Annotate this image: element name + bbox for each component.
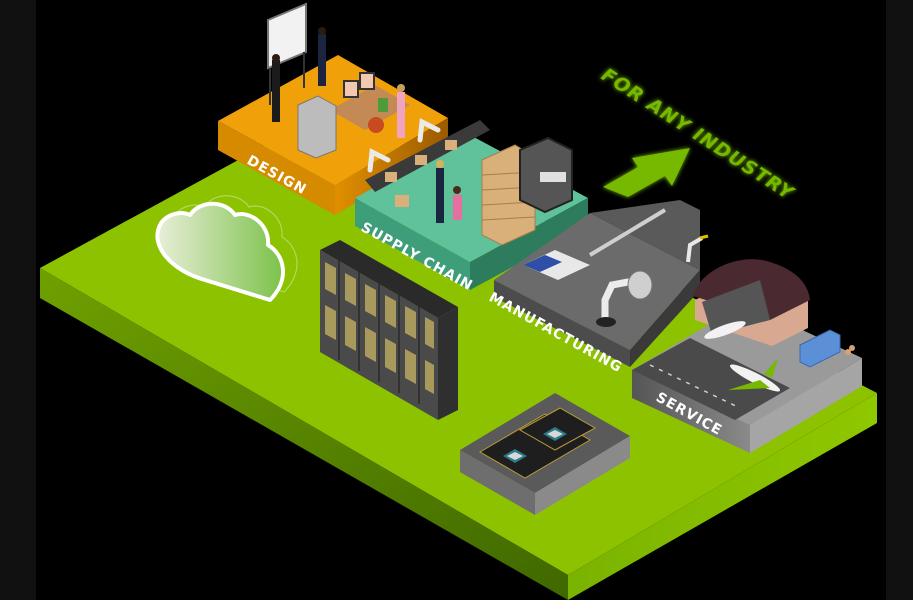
arrow-up-right-icon <box>603 148 690 197</box>
copier-icon <box>297 95 337 159</box>
robot-arm-icon <box>686 236 704 263</box>
supply-chain-platform <box>355 118 588 290</box>
server-rack-icon <box>320 240 458 420</box>
person-icon <box>453 195 462 220</box>
airplane-icon <box>704 321 746 339</box>
box-icon <box>395 195 409 207</box>
base-right-side <box>568 393 877 600</box>
box-icon <box>415 155 427 165</box>
person-icon <box>436 168 444 223</box>
person-icon <box>272 60 280 122</box>
person-icon <box>378 98 388 112</box>
left-border-strip <box>0 0 36 600</box>
person-icon <box>318 34 326 86</box>
robot-arm-icon <box>601 278 632 324</box>
box-icon <box>445 140 457 150</box>
service-platform <box>632 259 862 453</box>
box-icon <box>385 172 397 182</box>
runway-icon <box>632 338 790 420</box>
turbine-icon <box>627 270 653 300</box>
person-icon <box>397 92 405 138</box>
robot-arm-icon <box>367 148 391 173</box>
cloud-icon <box>155 195 298 302</box>
gantry-rail-icon <box>588 208 667 257</box>
gpu-module-icon <box>460 393 630 515</box>
shipping-container-icon <box>799 329 841 368</box>
robot-arm-icon <box>417 118 441 143</box>
manufacturing-platform <box>494 200 709 367</box>
right-border-strip <box>886 0 913 600</box>
whiteboard-icon <box>267 2 307 70</box>
airplane-icon <box>728 358 781 392</box>
base-left-side <box>40 268 568 600</box>
